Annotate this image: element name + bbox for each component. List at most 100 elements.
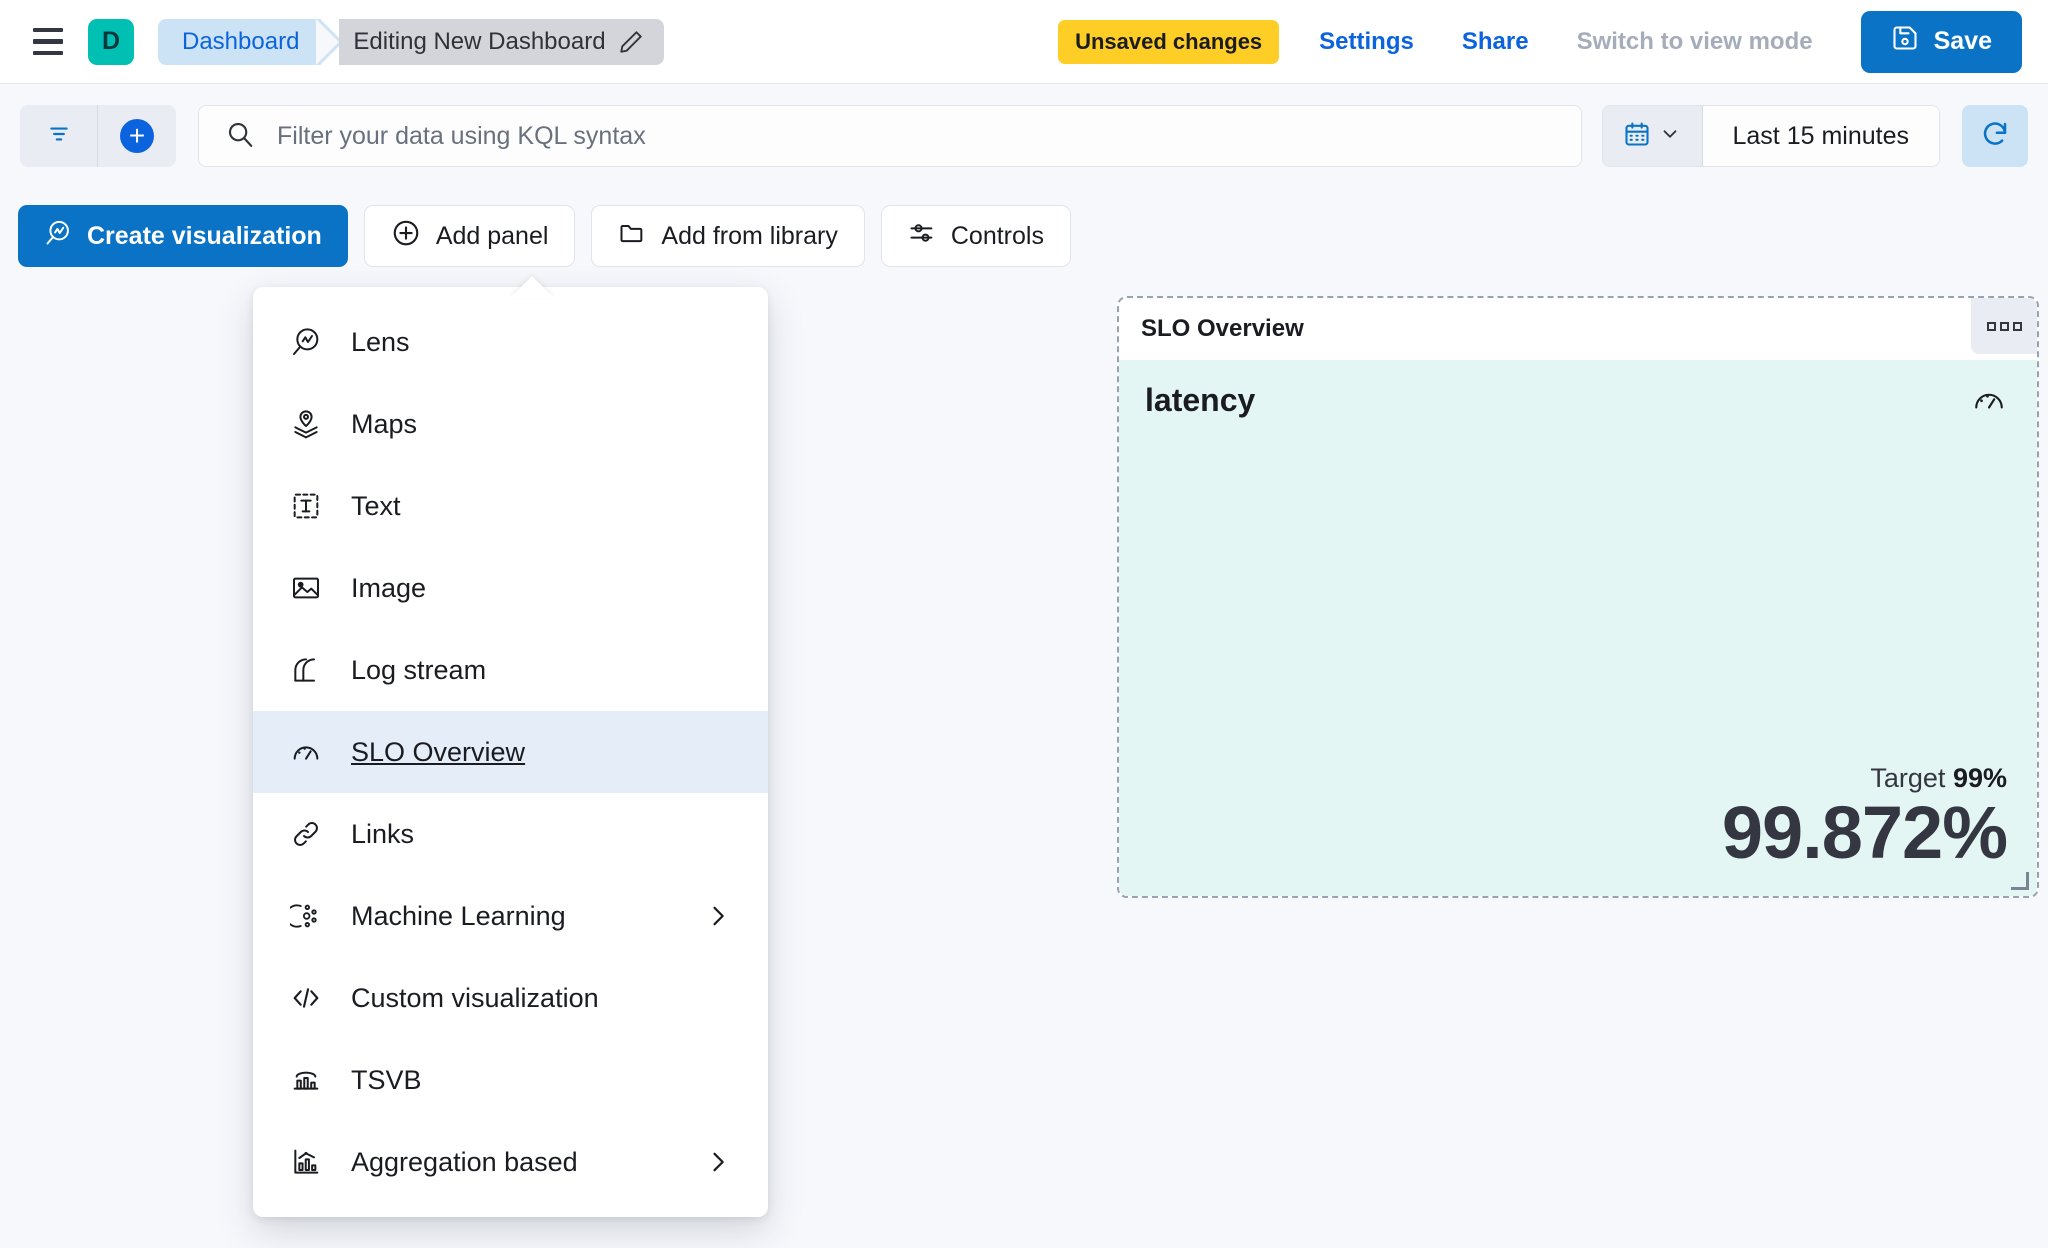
date-range-value[interactable]: Last 15 minutes xyxy=(1702,106,1939,166)
save-button[interactable]: Save xyxy=(1860,10,2022,73)
menu-item-maps[interactable]: Maps xyxy=(253,383,768,465)
filter-options-button[interactable] xyxy=(20,105,98,167)
panel-header: SLO Overview xyxy=(1119,298,2037,360)
menu-item-image[interactable]: Image xyxy=(253,547,768,629)
add-panel-button[interactable]: Add panel xyxy=(363,205,576,267)
menu-item-log-stream[interactable]: Log stream xyxy=(253,629,768,711)
add-panel-label: Add panel xyxy=(435,221,549,250)
header-actions: Unsaved changes Settings Share Switch to… xyxy=(1058,10,2022,73)
hamburger-menu-icon[interactable] xyxy=(26,20,70,64)
breadcrumb: Dashboard Editing New Dashboard xyxy=(158,18,664,65)
map-pin-layers-icon xyxy=(289,407,323,441)
ctx-square xyxy=(1986,321,1996,331)
add-from-library-label: Add from library xyxy=(661,221,838,250)
save-floppy-icon xyxy=(1891,24,1919,59)
slo-target: Target 99% xyxy=(1145,763,2007,794)
filter-button-group: + xyxy=(20,105,176,167)
add-filter-button[interactable]: + xyxy=(98,105,176,167)
chevron-down-icon xyxy=(1659,123,1681,150)
slo-overview-panel[interactable]: SLO Overview latency Target 99% xyxy=(1117,296,2039,898)
ctx-square xyxy=(1999,321,2009,331)
save-button-label: Save xyxy=(1933,27,1992,55)
menu-item-label: Aggregation based xyxy=(351,1146,578,1177)
add-panel-menu: Lens Maps Text xyxy=(253,287,768,1217)
chevron-right-icon xyxy=(704,1148,732,1176)
search-bar[interactable] xyxy=(198,105,1582,167)
breadcrumb-dashboard[interactable]: Dashboard xyxy=(158,18,344,65)
avatar[interactable]: D xyxy=(88,18,134,65)
hamburger-bar xyxy=(33,39,63,44)
add-from-library-button[interactable]: Add from library xyxy=(591,205,865,267)
menu-item-label: Custom visualization xyxy=(351,982,599,1013)
panel-resize-handle[interactable] xyxy=(2011,872,2029,890)
menu-item-slo-overview[interactable]: SLO Overview xyxy=(253,711,768,793)
panel-body-bottom: Target 99% 99.872% xyxy=(1145,763,2008,874)
menu-item-label: Machine Learning xyxy=(351,900,566,931)
menu-item-text[interactable]: Text xyxy=(253,465,768,547)
gauge-icon xyxy=(289,735,323,769)
slo-sli-value: 99.872% xyxy=(1721,791,2008,874)
menu-item-label: Text xyxy=(351,490,401,521)
refresh-icon xyxy=(1980,119,2010,154)
hamburger-bar xyxy=(33,27,63,33)
log-stream-icon xyxy=(289,653,323,687)
aggregation-chart-icon xyxy=(289,1145,323,1179)
unsaved-changes-badge[interactable]: Unsaved changes xyxy=(1058,19,1280,64)
breadcrumb-current-label: Editing New Dashboard xyxy=(353,27,606,55)
ctx-square xyxy=(2012,321,2022,331)
top-header: D Dashboard Editing New Dashboard Unsave… xyxy=(0,0,2048,84)
share-link[interactable]: Share xyxy=(1461,27,1529,55)
menu-item-label: SLO Overview xyxy=(351,736,526,767)
date-picker-group: Last 15 minutes xyxy=(1601,105,1940,167)
panel-title: SLO Overview xyxy=(1141,315,1304,342)
slo-target-label: Target xyxy=(1870,763,1946,793)
plus-circle-icon: + xyxy=(120,119,154,153)
controls-label: Controls xyxy=(950,221,1044,250)
image-icon xyxy=(289,571,323,605)
create-visualization-label: Create visualization xyxy=(87,221,322,250)
menu-item-label: Lens xyxy=(351,326,410,357)
calendar-icon xyxy=(1623,120,1651,153)
dashboard-toolbar: Create visualization Add panel Add from … xyxy=(0,188,2048,284)
hamburger-bar xyxy=(33,50,63,56)
search-icon xyxy=(225,119,255,154)
lens-icon xyxy=(289,325,323,359)
controls-button[interactable]: Controls xyxy=(880,205,1071,267)
create-visualization-button[interactable]: Create visualization xyxy=(18,205,348,267)
folder-icon xyxy=(618,219,646,254)
query-bar: + xyxy=(0,84,2048,188)
breadcrumb-current[interactable]: Editing New Dashboard xyxy=(316,18,664,65)
popover-arrow xyxy=(510,276,554,298)
text-box-icon xyxy=(289,489,323,523)
menu-item-tsvb[interactable]: TSVB xyxy=(253,1039,768,1121)
machine-learning-icon xyxy=(289,899,323,933)
filter-icon xyxy=(46,121,72,152)
refresh-button[interactable] xyxy=(1962,105,2028,167)
menu-item-machine-learning[interactable]: Machine Learning xyxy=(253,875,768,957)
menu-item-links[interactable]: Links xyxy=(253,793,768,875)
pencil-icon[interactable] xyxy=(618,29,644,55)
menu-item-lens[interactable]: Lens xyxy=(253,301,768,383)
breadcrumb-dashboard-label: Dashboard xyxy=(182,27,300,55)
menu-item-label: Log stream xyxy=(351,654,487,685)
switch-to-view-mode-link[interactable]: Switch to view mode xyxy=(1576,27,1813,55)
bar-chart-icon xyxy=(289,1063,323,1097)
panel-body: latency Target 99% 99.872% xyxy=(1119,360,2037,896)
plus-circle-outline-icon xyxy=(391,218,421,255)
date-quick-select-button[interactable] xyxy=(1602,106,1703,166)
slo-target-value: 99% xyxy=(1952,763,2007,793)
menu-item-custom-visualization[interactable]: Custom visualization xyxy=(253,957,768,1039)
menu-item-aggregation-based[interactable]: Aggregation based xyxy=(253,1121,768,1203)
settings-link[interactable]: Settings xyxy=(1319,27,1414,55)
panel-body-top: latency xyxy=(1145,382,2007,423)
code-brackets-icon xyxy=(289,981,323,1015)
gauge-icon xyxy=(1971,382,2007,423)
menu-item-label: Maps xyxy=(351,408,418,439)
panel-context-menu-icon[interactable] xyxy=(1971,298,2037,354)
menu-item-label: Links xyxy=(351,818,415,849)
search-input[interactable] xyxy=(277,121,1555,151)
sliders-icon xyxy=(908,219,936,254)
slo-name: latency xyxy=(1145,382,1256,418)
link-icon xyxy=(289,817,323,851)
menu-item-label: TSVB xyxy=(351,1064,422,1095)
